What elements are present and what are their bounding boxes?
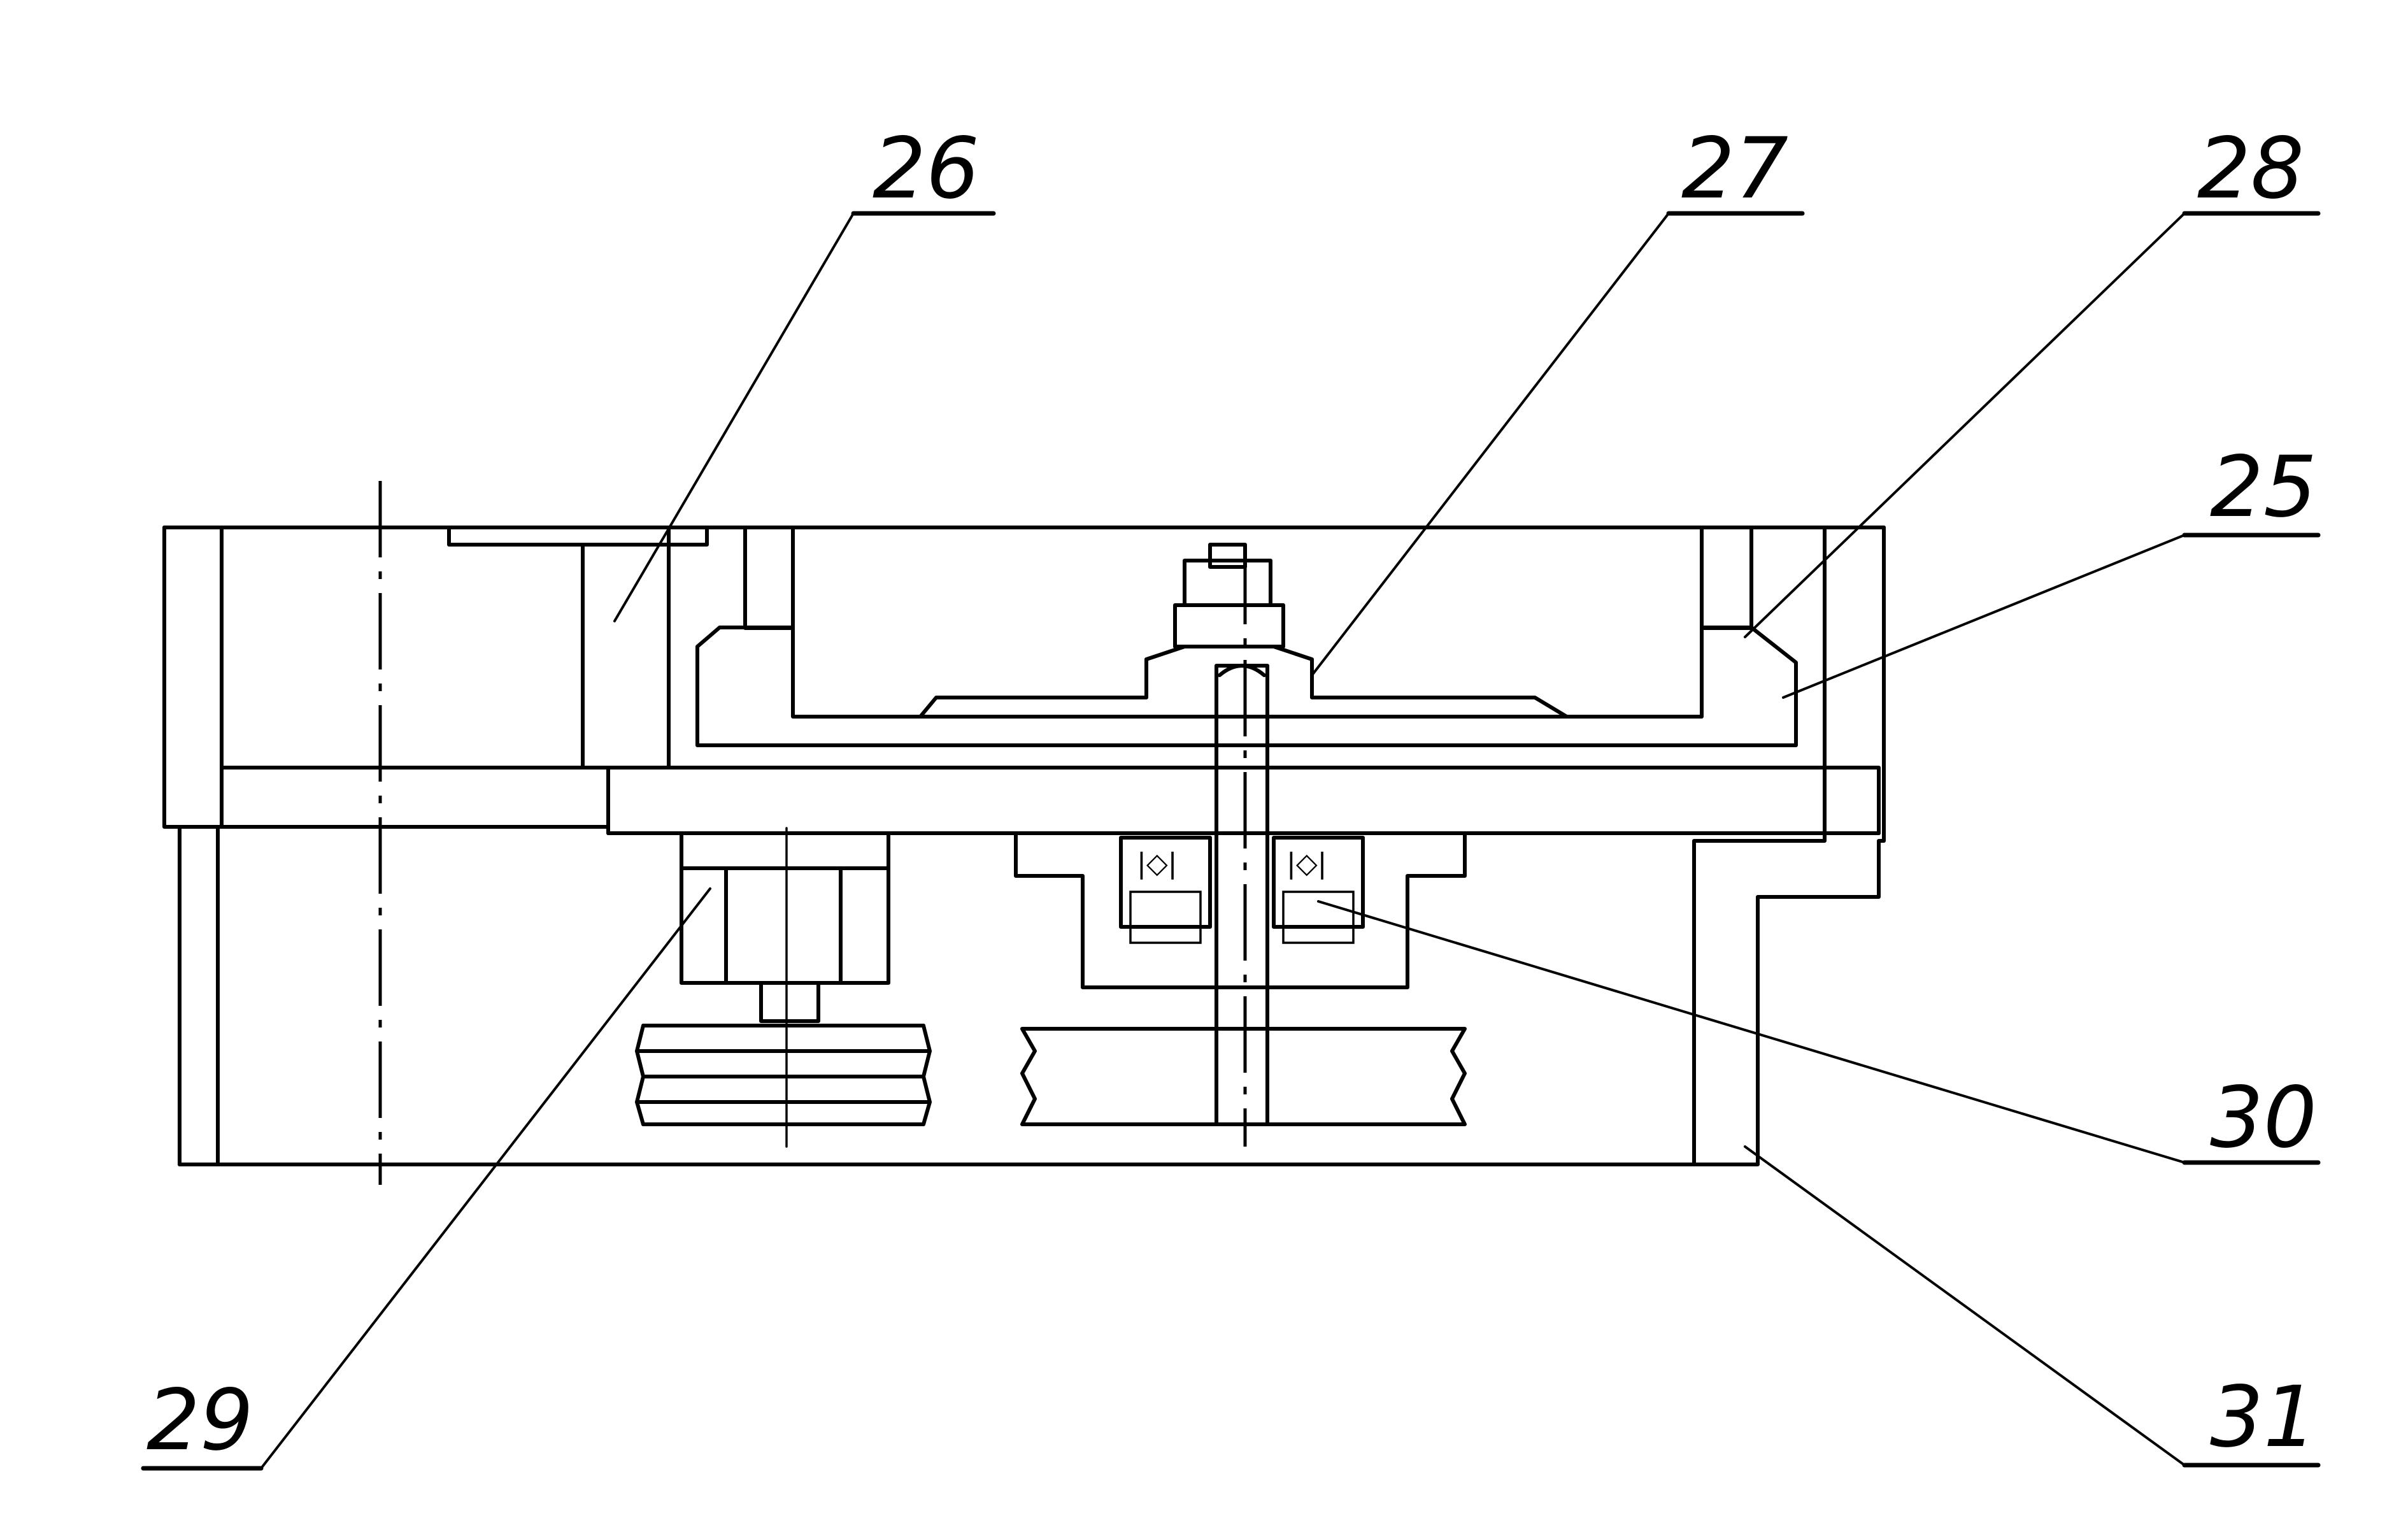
seal-left-upper xyxy=(743,526,795,630)
callout-27: 27 xyxy=(1666,120,1805,218)
callout-26-label: 26 xyxy=(873,120,980,218)
motor-unit-29 xyxy=(635,827,932,1148)
callout-29-label: 29 xyxy=(146,1371,253,1470)
shaft xyxy=(1215,664,1269,1126)
bearing-mark-b: |◇| xyxy=(1286,847,1327,880)
callout-30: 30 xyxy=(2182,1069,2321,1167)
callout-25: 25 xyxy=(2182,438,2321,538)
callout-27-label: 27 xyxy=(1681,120,1788,218)
bearing-mark-a: |◇| xyxy=(1137,847,1178,880)
leader-lines xyxy=(260,212,2186,1470)
main-pulley xyxy=(1020,1027,1467,1126)
callout-26: 26 xyxy=(851,120,996,218)
top-plate xyxy=(447,526,709,547)
seal-block-26 xyxy=(581,543,671,770)
callout-31-label: 31 xyxy=(2210,1368,2317,1466)
hub-27 xyxy=(918,543,1569,719)
seal-right-upper xyxy=(1700,526,1753,630)
callout-28-label: 28 xyxy=(2197,120,2304,218)
callout-25-label: 25 xyxy=(2210,438,2317,536)
callout-31: 31 xyxy=(2182,1368,2321,1468)
callout-29: 29 xyxy=(141,1371,264,1471)
rotor-cup-25 xyxy=(695,626,1798,747)
callout-30-label: 30 xyxy=(2210,1069,2317,1167)
bearing-housing-30: |◇| |◇| xyxy=(1014,831,1467,989)
callout-28: 28 xyxy=(2182,120,2321,218)
